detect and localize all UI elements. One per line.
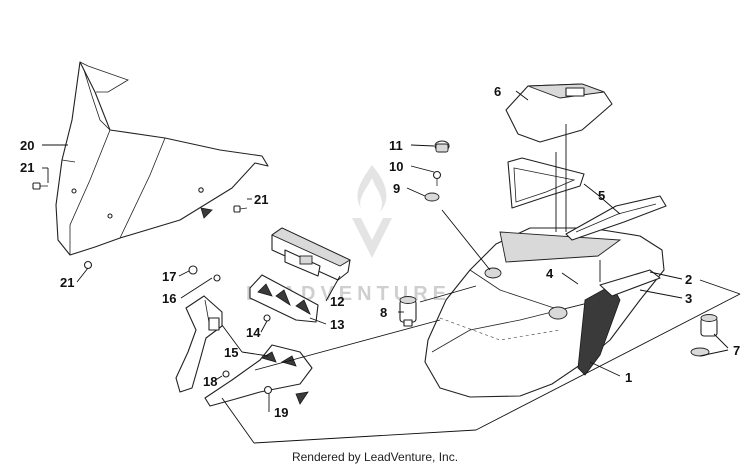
cap-7-part: [690, 314, 718, 357]
lower-bracket-15-part: [204, 344, 313, 407]
callout-15: 15: [224, 345, 238, 360]
callout-4: 4: [546, 266, 554, 281]
render-credit-footer: Rendered by LeadVenture, Inc.: [291, 450, 459, 464]
callout-2: 2: [685, 272, 692, 287]
screw-10-part: [432, 170, 442, 186]
callout-19: 19: [274, 405, 288, 420]
grommet-9-part: [424, 192, 440, 202]
callout-labels: 20 21 21 21 17 16 12 13 14 15 18 19 11 1…: [20, 84, 740, 420]
callout-21-left: 21: [20, 160, 34, 175]
callout-16: 16: [162, 291, 176, 306]
hood-part: [424, 227, 665, 398]
callout-7: 7: [733, 343, 740, 358]
front-arrow-icon: [295, 391, 309, 405]
callout-1: 1: [625, 370, 632, 385]
callout-21-bottom: 21: [60, 275, 74, 290]
callout-8: 8: [380, 305, 387, 320]
callout-14: 14: [246, 325, 261, 340]
screw-14-part: [263, 314, 271, 322]
leader-lines: [42, 90, 741, 444]
callout-18: 18: [203, 374, 217, 389]
switch-8-part: [399, 296, 417, 327]
callout-17: 17: [162, 269, 176, 284]
callout-3: 3: [685, 291, 692, 306]
cover-6-part: [505, 83, 613, 143]
knob-11-part: [434, 140, 450, 153]
insert-5-parts: [507, 157, 667, 241]
bracket-13-part: [249, 274, 319, 323]
callout-13: 13: [330, 317, 344, 332]
callout-10: 10: [389, 159, 403, 174]
front-arrow-icon: [200, 207, 213, 219]
callout-5: 5: [598, 188, 605, 203]
watermark-logo: [352, 165, 392, 258]
callout-20: 20: [20, 138, 34, 153]
gauge-assembly-part: [271, 227, 351, 281]
windshield-part: [55, 61, 269, 256]
callout-21-right: 21: [254, 192, 268, 207]
callout-9: 9: [393, 181, 400, 196]
callout-11: 11: [389, 138, 403, 153]
callout-6: 6: [494, 84, 501, 99]
callout-12: 12: [330, 294, 344, 309]
support-bracket-part: [175, 265, 223, 393]
